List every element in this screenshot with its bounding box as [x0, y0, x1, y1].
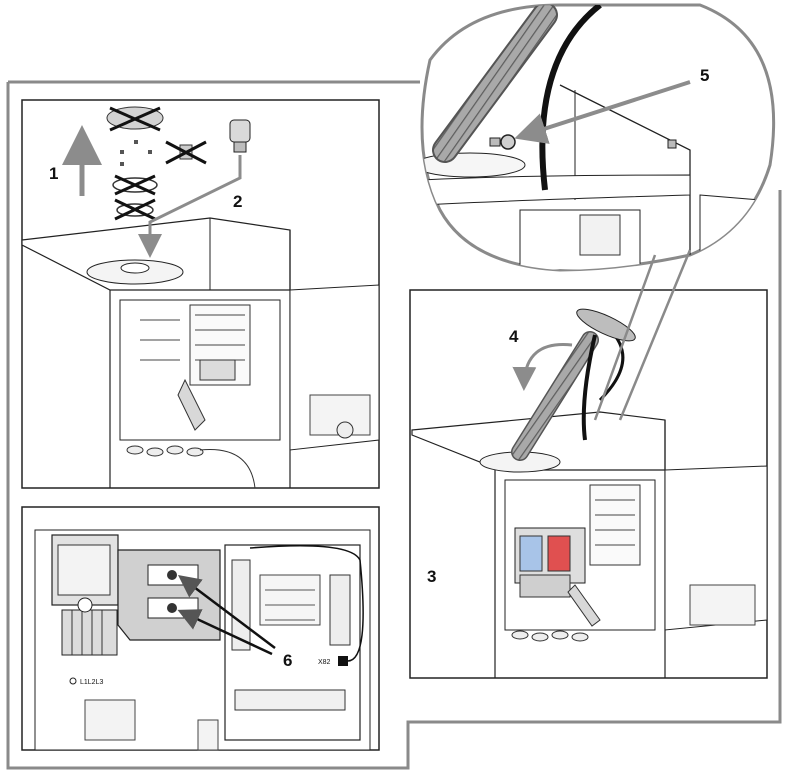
- sensor-cable: [581, 334, 597, 441]
- arrow-icon: [138, 155, 242, 258]
- arrow-icon: [512, 343, 573, 391]
- step-5-label: 5: [700, 66, 710, 85]
- step-2-label: 2: [233, 192, 243, 211]
- step-1-label: 1: [49, 164, 59, 183]
- air-vent-valve: [229, 119, 251, 153]
- panel-right: [409, 289, 768, 679]
- panel-top-left: [21, 99, 380, 489]
- step-6-label: 6: [283, 651, 293, 670]
- cross-mark-icon: [114, 198, 156, 221]
- panel-bottom-left: L1L2L3 X82: [21, 506, 380, 751]
- arrow-icon: [177, 609, 273, 656]
- cross-mark-icon: [114, 174, 156, 196]
- step-3-label: 3: [427, 567, 437, 586]
- step-4-label: 4: [509, 327, 519, 346]
- arrow-icon: [514, 80, 691, 144]
- outer-callout-frame: [6, 80, 782, 770]
- terminal-label: L1L2L3: [80, 679, 103, 686]
- arrow-icon: [178, 574, 276, 649]
- cross-mark-icon: [165, 140, 207, 165]
- connector-label: X82: [318, 659, 331, 666]
- magnifier-detail: [420, 3, 776, 272]
- cross-mark-icon: [109, 106, 161, 132]
